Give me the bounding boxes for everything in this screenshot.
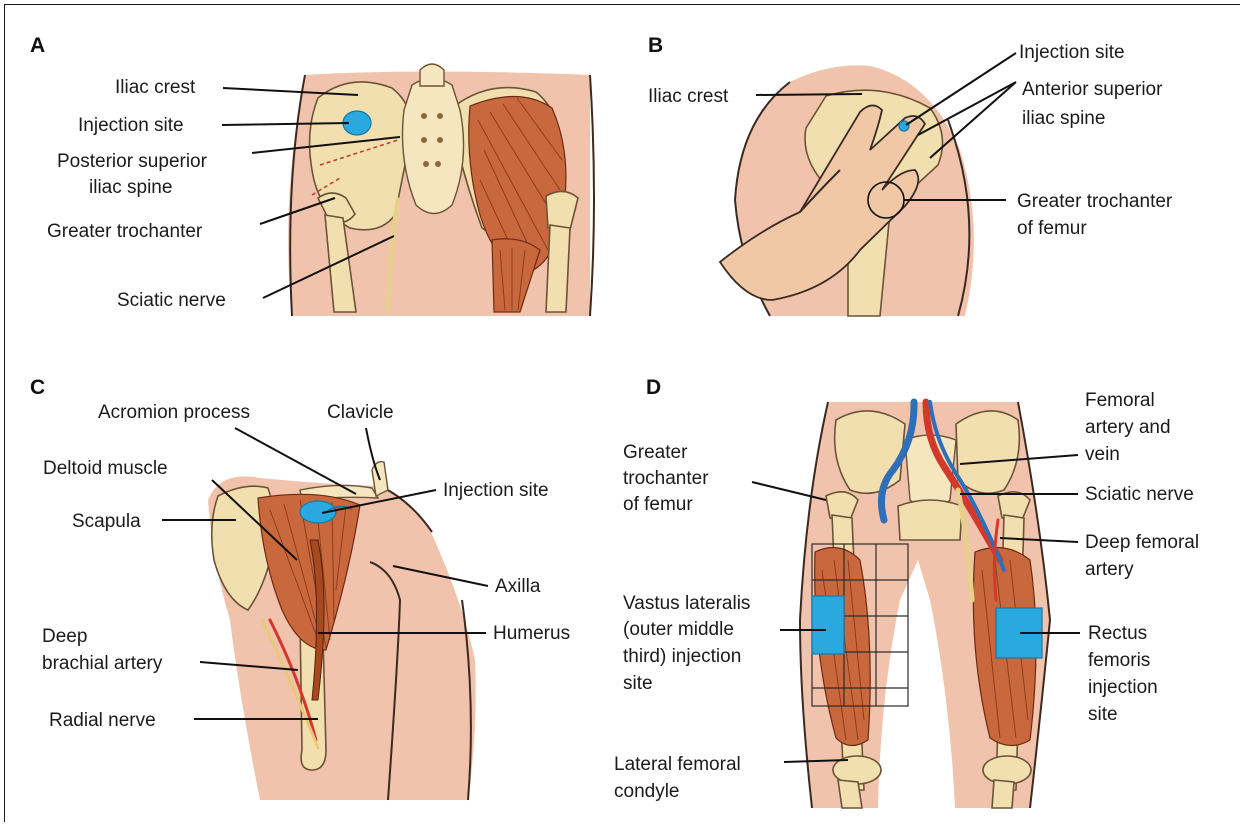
label-d-rf-line4: site: [1088, 704, 1118, 725]
label-d-femoral-line1: Femoral: [1085, 390, 1155, 411]
label-c-acromion: Acromion process: [98, 402, 250, 423]
panel-c: C Acromion process Clavicle: [30, 376, 570, 800]
label-a-injection-site: Injection site: [78, 115, 184, 136]
label-b-asis-line1: Anterior superior: [1022, 79, 1163, 100]
label-b-iliac-crest: Iliac crest: [648, 86, 729, 107]
label-c-dba-line1: Deep: [42, 626, 87, 647]
label-d-vl-line3: third) injection: [623, 646, 741, 667]
label-c-dba-line2: brachial artery: [42, 653, 163, 674]
label-d-rf-line3: injection: [1088, 677, 1158, 698]
label-a-iliac-crest: Iliac crest: [115, 77, 196, 98]
label-a-psis-line1: Posterior superior: [57, 151, 208, 172]
vl-injection-site: [812, 596, 844, 654]
label-d-vl-line1: Vastus lateralis: [623, 593, 750, 614]
label-b-gt-line1: Greater trochanter: [1017, 191, 1173, 212]
label-d-sciatic-nerve: Sciatic nerve: [1085, 484, 1194, 505]
panel-b-letter: B: [648, 34, 663, 57]
panel-d-illustration: [800, 402, 1050, 808]
leader-b-iliac-crest: [756, 94, 862, 95]
label-d-lfc-line1: Lateral femoral: [614, 754, 741, 775]
panel-a-illustration: [288, 64, 594, 316]
panel-a-letter: A: [30, 34, 45, 57]
label-a-greater-trochanter: Greater trochanter: [47, 221, 203, 242]
panel-c-illustration: [208, 462, 476, 800]
label-d-gt-line2: trochanter: [623, 468, 709, 489]
label-a-psis-line2: iliac spine: [89, 177, 172, 198]
label-c-injection-site: Injection site: [443, 480, 549, 501]
label-a-sciatic-nerve: Sciatic nerve: [117, 290, 226, 311]
label-b-gt-line2: of femur: [1017, 218, 1087, 239]
label-d-lfc-line2: condyle: [614, 781, 680, 802]
panel-b: B Iliac crest Injection site Anterior su…: [648, 34, 1173, 316]
label-d-femoral-line2: artery and: [1085, 417, 1171, 438]
label-b-asis-line2: iliac spine: [1022, 108, 1105, 129]
label-c-deltoid: Deltoid muscle: [43, 458, 168, 479]
panel-a: A: [30, 34, 594, 316]
label-d-dfa-line1: Deep femoral: [1085, 532, 1199, 553]
label-c-scapula: Scapula: [72, 511, 141, 532]
label-d-vl-line2: (outer middle: [623, 619, 734, 640]
label-c-humerus: Humerus: [493, 623, 570, 644]
panel-d: D: [614, 376, 1199, 808]
panel-c-letter: C: [30, 376, 45, 399]
panel-d-letter: D: [646, 376, 661, 399]
label-d-gt-line3: of femur: [623, 494, 693, 515]
label-b-injection-site: Injection site: [1019, 42, 1125, 63]
label-c-clavicle: Clavicle: [327, 402, 394, 423]
label-d-dfa-line2: artery: [1085, 559, 1134, 580]
label-d-vl-line4: site: [623, 673, 653, 694]
label-d-femoral-line3: vein: [1085, 444, 1120, 465]
label-c-radial-nerve: Radial nerve: [49, 710, 156, 731]
panel-b-illustration: [720, 65, 974, 316]
label-c-axilla: Axilla: [495, 576, 541, 597]
label-d-rf-line1: Rectus: [1088, 623, 1147, 644]
leader-b-injection-site: [906, 53, 1016, 125]
label-d-rf-line2: femoris: [1088, 650, 1150, 671]
label-d-gt-line1: Greater: [623, 442, 688, 463]
